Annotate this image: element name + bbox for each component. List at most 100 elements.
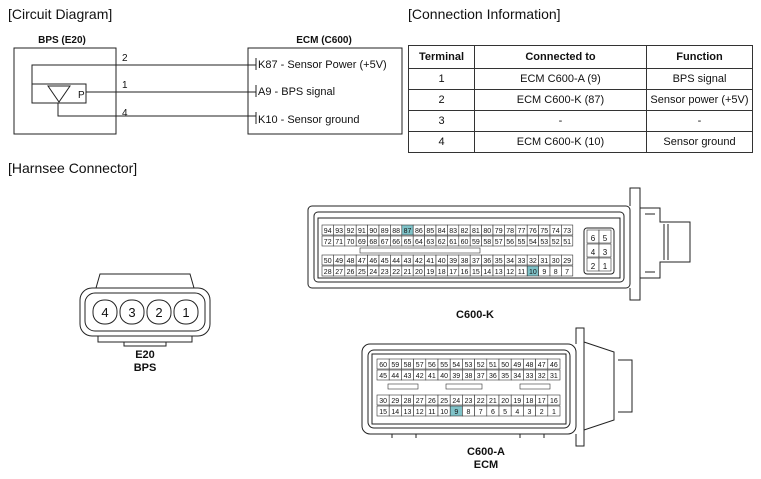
c600a-pin: 17 xyxy=(535,394,549,406)
ecm-label: ECM (C600) xyxy=(296,35,352,46)
c600k-pin: 67 xyxy=(378,235,391,247)
c600k-key-slot xyxy=(359,247,481,254)
c600k-pin: 58 xyxy=(481,235,494,247)
circuit-diagram: BPS (E20) P 2 1 4 ECM (C600) K87 - Senso… xyxy=(13,35,403,135)
svg-text:20: 20 xyxy=(501,398,509,405)
svg-text:66: 66 xyxy=(392,239,400,246)
c600k-pin: 33 xyxy=(515,254,528,266)
c600a-pin: 11 xyxy=(425,405,439,417)
svg-text:60: 60 xyxy=(379,362,387,369)
svg-text:27: 27 xyxy=(335,269,343,276)
c600k-pin: 35 xyxy=(492,254,505,266)
c600a-pin: 2 xyxy=(535,405,549,417)
bps-pin-4: 4 xyxy=(122,108,128,119)
svg-text:49: 49 xyxy=(513,362,521,369)
c600k-pin: 38 xyxy=(458,254,471,266)
table-cell-connected: ECM C600-A (9) xyxy=(474,68,647,90)
c600k-pin: 26 xyxy=(344,265,357,277)
svg-text:70: 70 xyxy=(347,239,355,246)
svg-text:7: 7 xyxy=(479,409,483,416)
c600k-side-pin: 3 xyxy=(598,243,612,258)
c600a-pin: 19 xyxy=(510,394,524,406)
table-cell-function: Sensor ground xyxy=(646,131,753,153)
c600a-pin: 37 xyxy=(474,369,488,381)
c600k-pin: 61 xyxy=(447,235,460,247)
table-row: 4 ECM C600-K (10) Sensor ground xyxy=(408,131,753,153)
svg-text:46: 46 xyxy=(369,258,377,265)
svg-text:91: 91 xyxy=(358,228,366,235)
connection-info-title: [Connection Information] xyxy=(408,6,561,22)
svg-text:50: 50 xyxy=(324,258,332,265)
svg-text:5: 5 xyxy=(603,234,608,243)
c600k-pin: 71 xyxy=(333,235,346,247)
c600k-pin: 30 xyxy=(549,254,562,266)
svg-text:86: 86 xyxy=(415,228,423,235)
c600k-pin: 43 xyxy=(401,254,414,266)
c600k-pin: 51 xyxy=(561,235,574,247)
table-cell-terminal: 1 xyxy=(408,68,475,90)
c600k-pin: 24 xyxy=(367,265,380,277)
e20-latch xyxy=(123,342,167,347)
c600a-label: C600-A xyxy=(467,446,505,458)
svg-text:13: 13 xyxy=(495,269,503,276)
c600k-pin: 72 xyxy=(321,235,334,247)
c600a-inner xyxy=(367,349,571,429)
e20-pin-3: 3 xyxy=(119,299,145,325)
c600a-pin: 18 xyxy=(523,394,536,406)
e20-pin-1: 1 xyxy=(173,299,199,325)
c600a-pin: 23 xyxy=(462,394,475,406)
svg-text:45: 45 xyxy=(379,373,387,380)
svg-text:37: 37 xyxy=(477,373,485,380)
c600k-side-block xyxy=(583,227,615,275)
connection-table: Terminal Connected to Function 1 ECM C60… xyxy=(408,45,753,153)
svg-text:83: 83 xyxy=(449,228,457,235)
ecm-pin-k10: K10 - Sensor ground xyxy=(258,114,360,126)
svg-text:14: 14 xyxy=(391,409,399,416)
svg-text:44: 44 xyxy=(392,258,400,265)
svg-text:1: 1 xyxy=(552,409,556,416)
svg-text:71: 71 xyxy=(335,239,343,246)
svg-text:11: 11 xyxy=(428,409,435,416)
svg-text:40: 40 xyxy=(440,373,448,380)
svg-text:57: 57 xyxy=(495,239,503,246)
svg-text:94: 94 xyxy=(324,228,332,235)
svg-text:77: 77 xyxy=(518,228,526,235)
table-header-row: Terminal Connected to Function xyxy=(408,45,753,69)
svg-text:34: 34 xyxy=(506,258,514,265)
svg-text:1: 1 xyxy=(603,262,608,271)
c600k-pin: 87 xyxy=(401,224,414,236)
c600a-pin: 8 xyxy=(462,405,475,417)
c600k-pin: 17 xyxy=(447,265,460,277)
c600k-pin: 15 xyxy=(469,265,482,277)
c600a-shell xyxy=(361,343,577,435)
svg-text:75: 75 xyxy=(540,228,548,235)
svg-text:10: 10 xyxy=(529,269,537,276)
svg-text:29: 29 xyxy=(391,398,399,405)
svg-text:35: 35 xyxy=(495,258,503,265)
c600k-pin: 46 xyxy=(367,254,380,266)
svg-text:27: 27 xyxy=(416,398,424,405)
svg-text:32: 32 xyxy=(529,258,537,265)
c600k-pin: 63 xyxy=(424,235,437,247)
svg-text:36: 36 xyxy=(483,258,491,265)
svg-text:18: 18 xyxy=(526,398,534,405)
c600k-pin: 31 xyxy=(538,254,551,266)
c600k-pin: 25 xyxy=(355,265,368,277)
svg-text:28: 28 xyxy=(404,398,412,405)
c600k-pin: 70 xyxy=(344,235,357,247)
svg-text:1: 1 xyxy=(182,305,189,320)
c600k-pin: 36 xyxy=(481,254,494,266)
svg-text:15: 15 xyxy=(379,409,387,416)
svg-text:76: 76 xyxy=(529,228,537,235)
c600a-pin: 42 xyxy=(413,369,427,381)
svg-text:65: 65 xyxy=(404,239,412,246)
c600k-pin: 7 xyxy=(561,265,574,277)
ecm-pin-a9: A9 - BPS signal xyxy=(258,86,335,98)
svg-text:37: 37 xyxy=(472,258,480,265)
svg-text:31: 31 xyxy=(550,373,558,380)
svg-text:6: 6 xyxy=(591,234,596,243)
svg-text:17: 17 xyxy=(449,269,457,276)
